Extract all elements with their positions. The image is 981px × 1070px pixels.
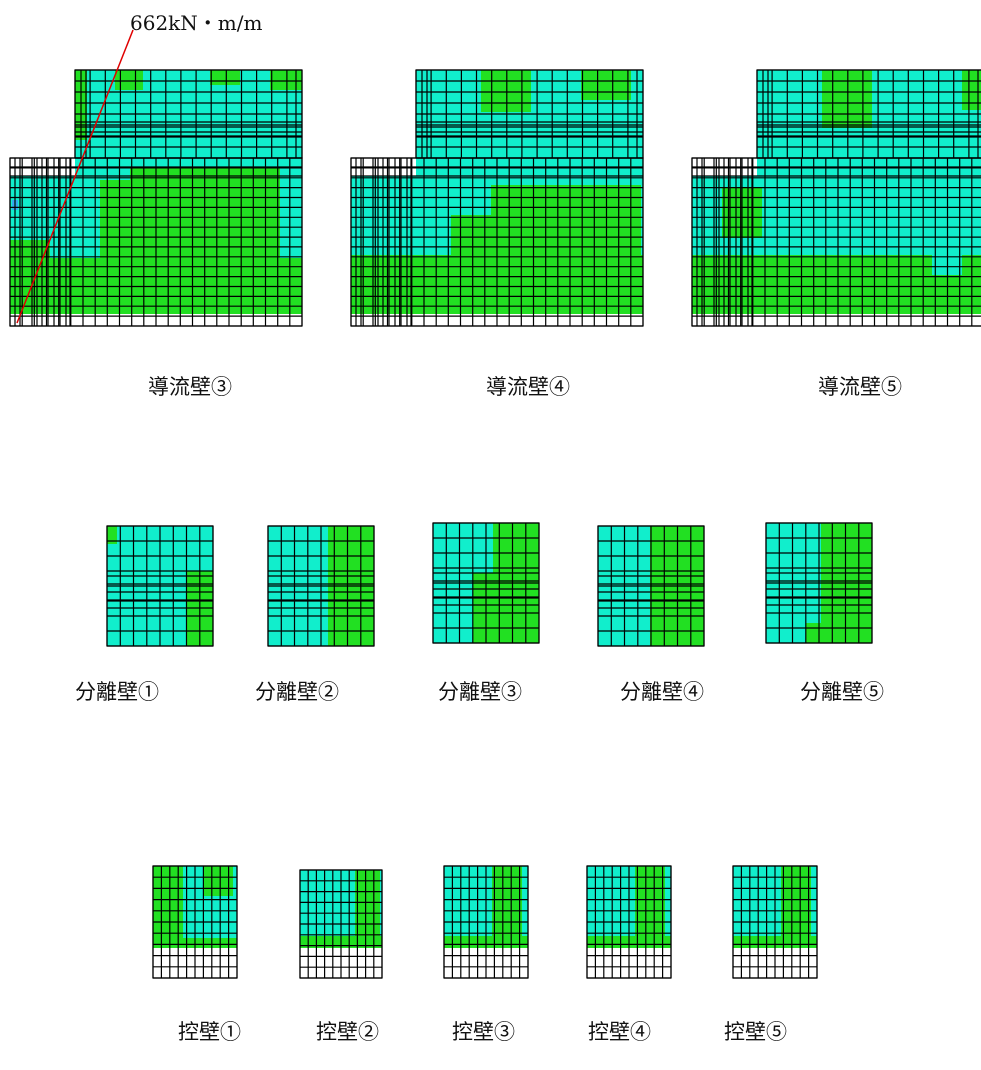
- counterfort-wall-labels: 控壁① 控壁② 控壁③ 控壁④ 控壁⑤: [178, 1020, 787, 1044]
- counterfort-wall-panel-3: [443, 865, 529, 979]
- counterfort-wall-panel-1: [152, 865, 238, 979]
- guide-wall-panel-3: [9, 69, 303, 327]
- guide-wall-label-4: 導流壁④: [486, 375, 570, 399]
- separation-wall-label-5: 分離壁⑤: [800, 680, 884, 704]
- guide-wall-label-5: 導流壁⑤: [818, 375, 902, 399]
- separation-wall-panel-5: [765, 522, 873, 644]
- separation-wall-labels: 分離壁① 分離壁② 分離壁③ 分離壁④ 分離壁⑤: [75, 680, 884, 704]
- panel-layer: [9, 69, 981, 979]
- separation-wall-panel-1: [106, 525, 214, 647]
- counterfort-wall-label-3: 控壁③: [452, 1020, 515, 1044]
- counterfort-wall-label-1: 控壁①: [178, 1020, 241, 1044]
- max-moment-leader-line: [16, 29, 134, 324]
- guide-wall-panel-4: [350, 69, 644, 327]
- separation-wall-panel-3: [432, 522, 540, 644]
- separation-wall-label-4: 分離壁④: [620, 680, 704, 704]
- guide-wall-panel-5: [691, 69, 981, 327]
- counterfort-wall-panel-4: [586, 865, 672, 979]
- separation-wall-label-2: 分離壁②: [255, 680, 339, 704]
- counterfort-wall-panel-5: [732, 865, 818, 979]
- separation-wall-panel-4: [597, 525, 705, 647]
- counterfort-wall-label-4: 控壁④: [588, 1020, 651, 1044]
- separation-wall-panel-2: [267, 525, 375, 647]
- guide-wall-label-3: 導流壁③: [148, 375, 232, 399]
- counterfort-wall-panel-2: [299, 869, 383, 979]
- counterfort-wall-label-2: 控壁②: [316, 1020, 379, 1044]
- separation-wall-label-3: 分離壁③: [438, 680, 522, 704]
- max-moment-label: 662kN・m/m: [130, 11, 262, 35]
- separation-wall-label-1: 分離壁①: [75, 680, 159, 704]
- counterfort-wall-label-5: 控壁⑤: [724, 1020, 787, 1044]
- guide-wall-labels: 導流壁③ 導流壁④ 導流壁⑤: [148, 375, 902, 399]
- moment-annotation: 662kN・m/m: [16, 11, 262, 324]
